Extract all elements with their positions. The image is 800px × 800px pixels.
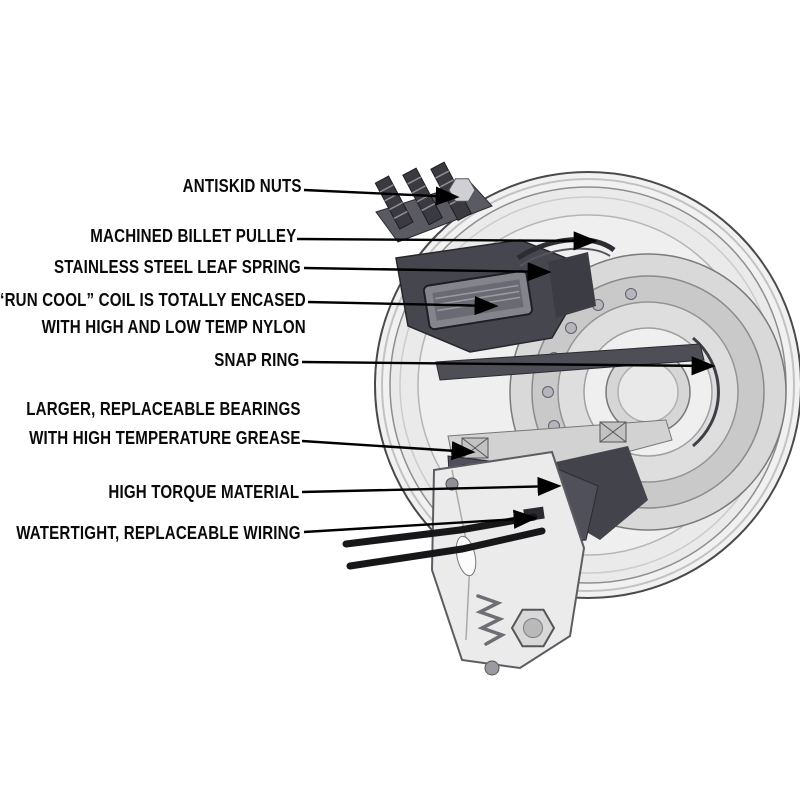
arrow-bearings [301, 439, 476, 461]
leader-arrows [296, 186, 716, 534]
label-text: ANTISKID NUTS [183, 176, 302, 196]
arrow-watertight-wiring [303, 509, 538, 534]
label-text: STAINLESS STEEL LEAF SPRING [54, 257, 301, 277]
arrow-snap-ring [301, 356, 716, 376]
arrow-antiskid-nuts [303, 186, 460, 206]
label-watertight-wiring: WATERTIGHT, REPLACEABLE WIRING [17, 523, 301, 544]
label-text: HIGH TORQUE MATERIAL [108, 482, 299, 502]
mounting-bracket [430, 450, 586, 676]
arrow-high-torque-material [301, 476, 562, 497]
arrow-leaf-spring [303, 262, 552, 282]
label-run-cool-coil: “RUN COOL” COIL IS TOTALLY ENCASED WITH … [0, 287, 306, 341]
arrow-run-cool-coil [307, 295, 499, 316]
label-text: LARGER, REPLACEABLE BEARINGS [26, 399, 301, 419]
label-stainless-steel-leaf-spring: STAINLESS STEEL LEAF SPRING [54, 257, 301, 278]
label-text: SNAP RING [213, 350, 299, 370]
label-text: WITH HIGH AND LOW TEMP NYLON [41, 317, 306, 337]
label-text: WITH HIGH TEMPERATURE GREASE [29, 428, 302, 448]
snap-ring-part [692, 336, 720, 448]
label-high-torque-material: HIGH TORQUE MATERIAL [108, 482, 299, 503]
label-text: “RUN COOL” COIL IS TOTALLY ENCASED [0, 290, 306, 310]
label-bearings: LARGER, REPLACEABLE BEARINGS WITH HIGH T… [27, 395, 301, 453]
label-antiskid-nuts: ANTISKID NUTS [183, 176, 302, 197]
spring-part [475, 594, 507, 646]
label-text: MACHINED BILLET PULLEY [89, 226, 296, 246]
arrow-machined-billet-pulley [296, 231, 598, 251]
label-text: WATERTIGHT, REPLACEABLE WIRING [16, 523, 301, 543]
label-machined-billet-pulley: MACHINED BILLET PULLEY [90, 226, 296, 247]
label-snap-ring: SNAP RING [214, 350, 299, 371]
